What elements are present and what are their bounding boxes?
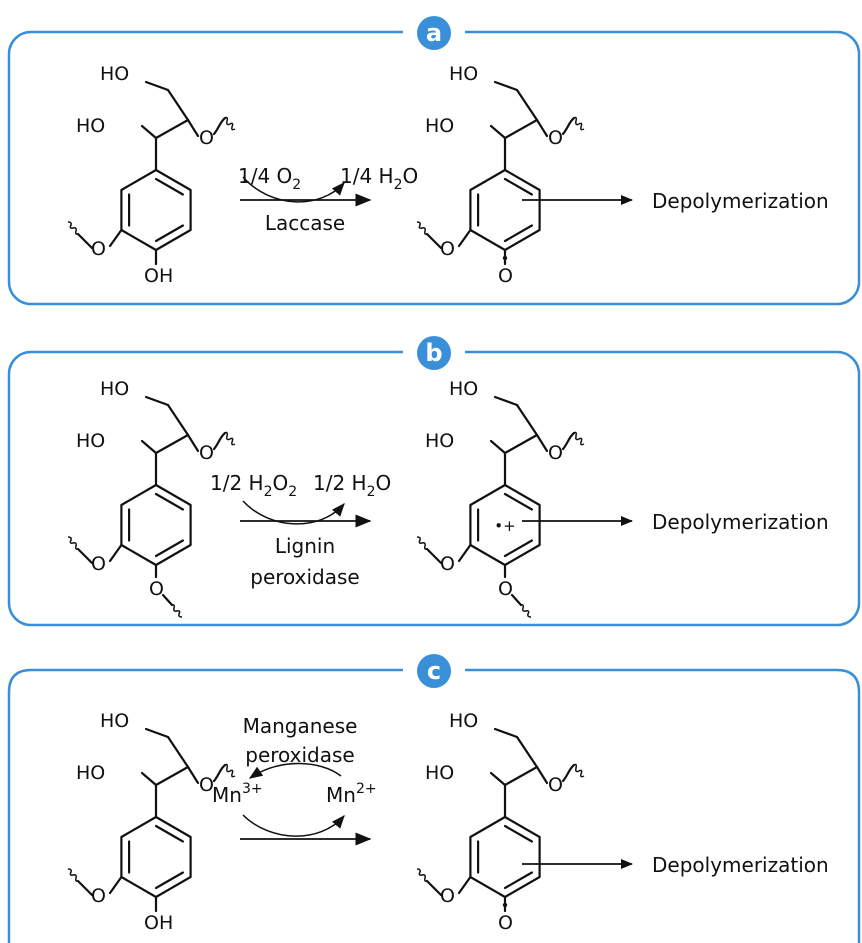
atom-label: HO <box>76 115 105 137</box>
atom-label: O <box>498 912 513 934</box>
atom-label: O <box>498 265 513 287</box>
panel-c-product-text: Depolymerization <box>652 853 829 877</box>
panel-b-enzyme-line1: Lignin <box>275 534 335 558</box>
panel-c-product: HO HO O O O <box>415 710 586 934</box>
atom-label: HO <box>449 710 478 732</box>
atom-label: O <box>199 774 214 796</box>
atom-label: O <box>440 885 455 907</box>
panel-c-enzyme-line1: Manganese <box>243 714 358 738</box>
atom-label: O <box>91 238 106 260</box>
atom-label: O <box>440 238 455 260</box>
atom-label: HO <box>425 115 454 137</box>
panel-a-product: HO HO O O O <box>415 63 586 287</box>
atom-label: HO <box>76 762 105 784</box>
panel-c-mn2: Mn2+ <box>326 781 377 807</box>
atom-label: HO <box>449 63 478 85</box>
atom-label: O <box>548 127 563 149</box>
atom-label: HO <box>100 378 129 400</box>
atom-label: HO <box>449 378 478 400</box>
radical-dot <box>502 255 508 261</box>
panel-b-product-text: Depolymerization <box>652 510 829 534</box>
panel-a-product-text: Depolymerization <box>652 189 829 213</box>
panel-a-reagent-right: 1/4 H2O <box>340 164 418 193</box>
panel-a-substrate: HO HO O O OH <box>66 63 237 287</box>
panel-a-badge <box>417 16 451 50</box>
atom-label: HO <box>425 762 454 784</box>
panel-b-substrate: HO HO O O O <box>66 378 237 618</box>
panel-c: c HO HO O O OH Manganese peroxidase Mn3+… <box>7 654 861 943</box>
atom-label: O <box>498 578 513 600</box>
panel-c-badge-label: c <box>427 657 441 685</box>
panel-a-badge-label: a <box>426 19 442 47</box>
radical-cation-mark: •+ <box>494 517 515 535</box>
panel-b-enzyme-line2: peroxidase <box>250 565 359 589</box>
atom-label: O <box>91 553 106 575</box>
panel-b-reagent-right: 1/2 H2O <box>313 471 391 500</box>
panel-b-curved-arrow <box>242 500 345 525</box>
atom-label: OH <box>144 912 173 934</box>
atom-label: HO <box>425 430 454 452</box>
atom-label: O <box>440 553 455 575</box>
panel-b-reagent-left: 1/2 H2O2 <box>210 471 297 500</box>
panel-c-lower-curved-arrow <box>242 814 345 837</box>
panel-a-curved-arrow <box>242 176 345 203</box>
atom-label: OH <box>144 265 173 287</box>
panel-b-badge <box>417 336 451 370</box>
atom-label: O <box>548 442 563 464</box>
atom-label: O <box>149 578 164 600</box>
atom-label: O <box>199 442 214 464</box>
panel-c-frame <box>7 668 861 943</box>
panel-c-badge <box>417 654 451 688</box>
panel-c-substrate: HO HO O O OH <box>66 710 237 934</box>
atom-label: HO <box>100 63 129 85</box>
atom-label: O <box>199 127 214 149</box>
panel-b-badge-label: b <box>425 339 442 367</box>
radical-dot <box>502 902 508 908</box>
atom-label: O <box>91 885 106 907</box>
panel-a-enzyme: Laccase <box>265 211 345 235</box>
panel-c-upper-curved-arrow <box>248 762 342 779</box>
panel-b-frame <box>7 350 861 627</box>
panel-b-product: HO HO O O O •+ <box>415 378 586 618</box>
panel-a-reagent-left: 1/4 O2 <box>238 164 301 193</box>
panel-a: a HO HO O O OH 1/4 O2 1/4 H2O Laccase HO… <box>7 16 861 306</box>
panel-c-mn3: Mn3+ <box>212 781 263 807</box>
atom-label: O <box>548 774 563 796</box>
panel-a-frame <box>7 30 861 306</box>
atom-label: HO <box>76 430 105 452</box>
panel-b: b HO HO O O O 1/2 H2O2 1/2 H2O Lignin pe… <box>7 336 861 627</box>
atom-label: HO <box>100 710 129 732</box>
